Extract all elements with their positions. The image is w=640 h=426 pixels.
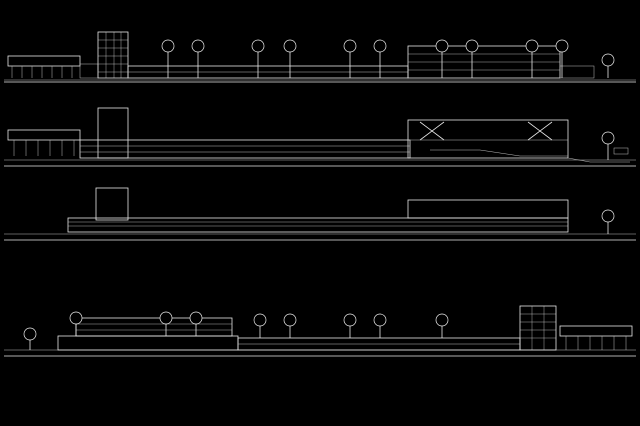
tree-e3	[601, 209, 615, 234]
tree-e4-left	[23, 327, 37, 350]
tower	[97, 31, 129, 79]
elevation-1	[4, 31, 636, 83]
trees-row-4	[69, 311, 449, 338]
elevation-3	[4, 187, 636, 241]
hall-right	[407, 45, 595, 79]
elevation-4	[4, 305, 636, 357]
truss-hall	[407, 119, 569, 159]
elevation-2	[4, 107, 636, 167]
tree-e2	[601, 131, 615, 160]
trees-row-1	[161, 39, 615, 78]
pergola-left	[7, 55, 99, 79]
